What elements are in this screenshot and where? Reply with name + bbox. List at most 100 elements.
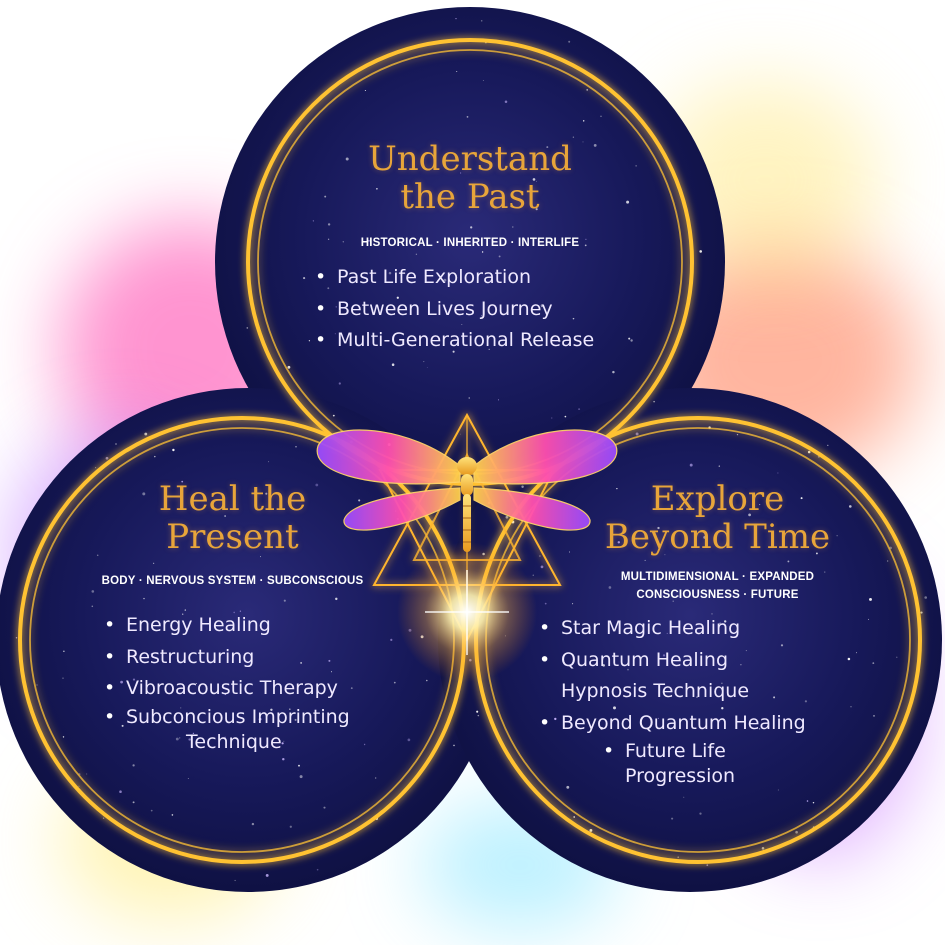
star <box>480 20 483 22</box>
star <box>96 554 99 557</box>
star <box>289 825 292 828</box>
star <box>544 602 547 605</box>
past-title-line-1: Understand <box>368 139 572 179</box>
star <box>721 682 723 684</box>
star <box>187 777 189 779</box>
star <box>807 450 811 454</box>
star <box>699 812 702 815</box>
star <box>363 743 366 746</box>
star <box>653 400 655 403</box>
beyond-list: Star Magic Healing Quantum Healing Hypno… <box>537 613 806 789</box>
star <box>868 618 870 620</box>
star <box>105 456 109 460</box>
star <box>36 684 38 686</box>
star <box>504 100 508 103</box>
star <box>303 277 306 280</box>
past-subtitle: HISTORICAL · INHERITED · INTERLIFE <box>360 237 580 249</box>
star <box>415 253 418 255</box>
core-sparkle <box>425 570 509 655</box>
star <box>572 136 575 138</box>
star <box>762 577 765 580</box>
star <box>582 141 584 143</box>
dragonfly-icon <box>316 429 618 552</box>
star <box>350 687 353 689</box>
star <box>260 556 261 558</box>
star <box>295 446 297 448</box>
list-item-continuation: Hypnosis Technique <box>561 680 750 702</box>
list-item: Vibroacoustic Therapy <box>102 673 350 705</box>
star <box>924 596 928 599</box>
star <box>179 737 181 739</box>
star <box>455 18 457 20</box>
star <box>521 485 524 489</box>
star <box>332 414 335 417</box>
list-item: Between Lives Journey <box>313 294 594 326</box>
star <box>677 856 679 858</box>
star <box>476 710 479 713</box>
star <box>345 578 347 580</box>
list-item: Multi-Generational Release <box>313 325 594 357</box>
beyond-title: Explore Beyond Time <box>585 480 850 556</box>
star <box>635 432 639 436</box>
star <box>299 775 303 779</box>
star <box>283 740 285 742</box>
star <box>689 463 693 467</box>
star <box>608 586 612 589</box>
star <box>150 809 153 812</box>
star <box>568 40 571 43</box>
star <box>706 864 709 867</box>
star <box>282 757 285 761</box>
star <box>806 800 809 802</box>
star <box>787 560 790 563</box>
star <box>132 801 135 804</box>
star <box>188 738 191 741</box>
past-title: Understand the Past <box>300 140 640 216</box>
star <box>91 605 94 608</box>
star <box>617 541 621 544</box>
star <box>777 472 779 474</box>
list-item: Quantum Healing <box>537 645 806 677</box>
list-item: Restructuring <box>102 642 350 674</box>
star <box>815 552 818 555</box>
star <box>335 597 338 601</box>
star <box>375 777 377 779</box>
star <box>268 461 270 463</box>
star <box>265 492 268 495</box>
star <box>540 565 544 569</box>
star <box>586 89 589 91</box>
star <box>456 70 458 73</box>
present-title-line-2: Present <box>166 517 299 558</box>
star <box>390 638 393 642</box>
star <box>477 714 480 717</box>
star <box>759 504 761 506</box>
star <box>175 737 179 741</box>
star <box>283 599 286 602</box>
star <box>62 736 65 738</box>
list-item: Subconcious Imprinting <box>102 705 350 730</box>
star <box>498 255 501 258</box>
star <box>872 662 875 664</box>
star <box>132 764 135 767</box>
star <box>323 806 326 809</box>
star <box>585 238 587 241</box>
star <box>102 817 105 819</box>
star <box>287 365 291 369</box>
star <box>470 226 473 229</box>
star <box>62 677 64 679</box>
star <box>800 497 803 500</box>
star <box>683 796 685 798</box>
star <box>887 560 889 562</box>
star <box>338 382 341 385</box>
star <box>308 340 311 342</box>
star <box>505 515 509 519</box>
star <box>773 696 776 699</box>
star <box>91 590 95 593</box>
star <box>795 830 798 834</box>
star <box>153 562 155 564</box>
present-title-line-1: Heal the <box>158 479 307 519</box>
star <box>847 657 851 661</box>
star <box>460 172 462 174</box>
star <box>368 240 370 242</box>
list-item: Energy Healing <box>102 610 350 642</box>
star <box>671 817 674 820</box>
